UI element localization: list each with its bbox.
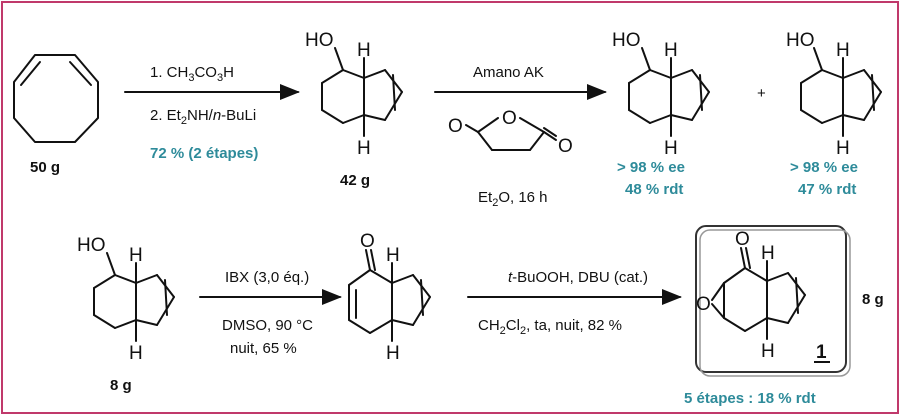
succinic-anhydride-structure: O O O <box>448 108 573 157</box>
h-label-top: H <box>761 243 775 264</box>
step2-reagent: Amano AK <box>473 64 544 81</box>
product-a-ee: > 98 % ee <box>617 159 685 176</box>
product-a-structure: HO H H <box>612 30 710 159</box>
carbonyl-o-label: O <box>735 229 750 250</box>
final-mass: 8 g <box>862 291 884 308</box>
product-box <box>695 225 847 373</box>
anhydride-o-right: O <box>558 136 573 157</box>
step4-reagent2: CH2Cl2, ta, nuit, 82 % <box>478 317 622 337</box>
h-label-bottom: H <box>129 343 143 364</box>
hydroxyl-label: HO <box>612 30 641 51</box>
start-mass: 50 g <box>30 159 60 176</box>
h-label-bottom: H <box>761 341 775 362</box>
product-b-yield: 47 % rdt <box>798 181 856 198</box>
epoxy-ketone-structure: O O H H <box>696 229 806 362</box>
alcohol-row2-structure: HO H H <box>77 235 175 364</box>
h-label-bottom: H <box>386 343 400 364</box>
enone-structure: O H H <box>348 231 431 364</box>
step3-reagent3: nuit, 65 % <box>230 340 297 357</box>
plus-sign: + <box>757 85 766 102</box>
step1-reagent2: 2. Et2NH/n-BuLi <box>150 107 256 127</box>
h-label-bottom: H <box>664 138 678 159</box>
step3-reagent1: IBX (3,0 éq.) <box>225 269 309 286</box>
product-mass-step1: 42 g <box>340 172 370 189</box>
h-label-top: H <box>129 245 143 266</box>
hydroxyl-label: HO <box>786 30 815 51</box>
h-label-top: H <box>357 40 371 61</box>
product-b-ee: > 98 % ee <box>790 159 858 176</box>
step1-yield: 72 % (2 étapes) <box>150 145 258 162</box>
product-b-structure: HO H H <box>786 30 882 159</box>
cyclooctadiene-structure <box>13 54 99 143</box>
step3-reagent2: DMSO, 90 °C <box>222 317 313 334</box>
h-label-bottom: H <box>836 138 850 159</box>
product-box-shadow <box>699 229 851 377</box>
epoxide-o-label: O <box>696 294 711 315</box>
anhydride-o-left: O <box>448 116 463 137</box>
bicyclic-alcohol-structure: HO H H <box>305 30 403 159</box>
h-label-top: H <box>386 245 400 266</box>
row2-start-mass: 8 g <box>110 377 132 394</box>
hydroxyl-label: HO <box>305 30 334 51</box>
h-label-top: H <box>664 40 678 61</box>
product-a-yield: 48 % rdt <box>625 181 683 198</box>
hydroxyl-label: HO <box>77 235 106 256</box>
step4-reagent1: t-BuOOH, DBU (cat.) <box>508 269 648 286</box>
carbonyl-o-label: O <box>360 231 375 252</box>
h-label-bottom: H <box>357 138 371 159</box>
step2-solvent: Et2O, 16 h <box>478 189 548 209</box>
overall-yield: 5 étapes : 18 % rdt <box>684 390 816 407</box>
compound-number: 1 <box>816 342 827 363</box>
anhydride-o-ring: O <box>502 108 517 129</box>
h-label-top: H <box>836 40 850 61</box>
step1-reagent1: 1. CH3CO3H <box>150 64 234 84</box>
